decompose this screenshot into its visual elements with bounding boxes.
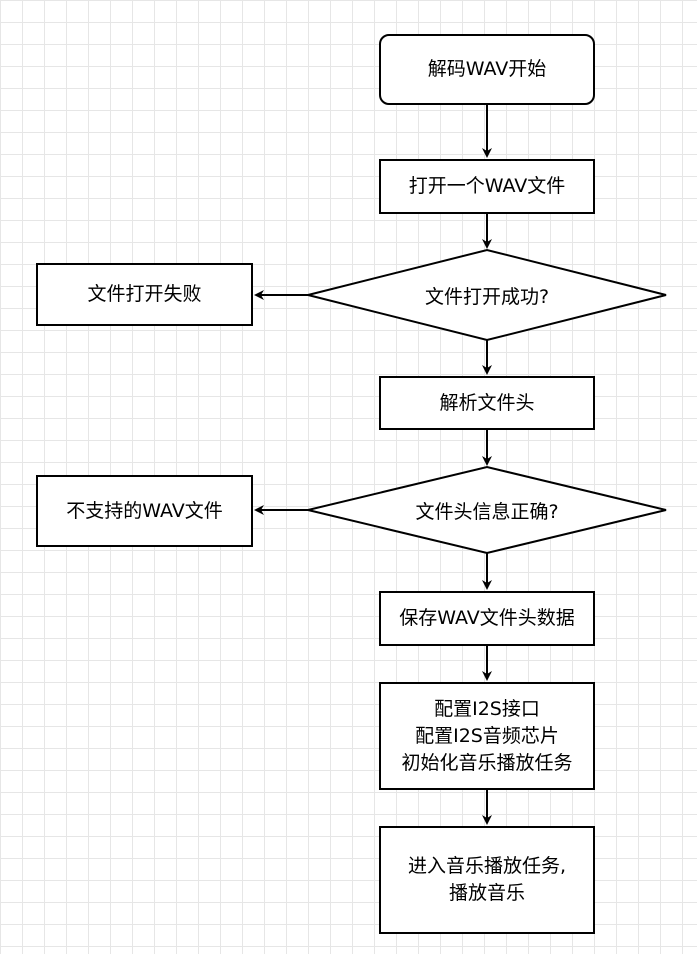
unsupported-node: 不支持的WAV文件	[36, 475, 253, 547]
parse-header-label: 解析文件头	[439, 391, 535, 414]
config-line-2: 配置I2S音频芯片	[415, 724, 559, 747]
config-line-3: 初始化音乐播放任务	[401, 751, 573, 774]
play-line-1: 进入音乐播放任务,	[407, 855, 567, 877]
open-fail-node: 文件打开失败	[36, 263, 253, 326]
open-fail-label: 文件打开失败	[87, 283, 202, 305]
decision-header-ok-label: 文件头信息正确?	[415, 500, 559, 523]
save-header-node: 保存WAV文件头数据	[379, 591, 595, 646]
play-line-2: 播放音乐	[448, 882, 525, 904]
config-node: 配置I2S接口 配置I2S音频芯片 初始化音乐播放任务	[379, 682, 595, 790]
open-file-label: 打开一个WAV文件	[408, 175, 566, 197]
save-header-label: 保存WAV文件头数据	[399, 607, 575, 629]
start-node: 解码WAV开始	[379, 34, 595, 105]
decision-header-ok: 文件头信息正确?	[370, 491, 604, 529]
decision-open-ok: 文件打开成功?	[370, 276, 604, 314]
decision-header-ok-shape	[307, 465, 667, 555]
open-file-node: 打开一个WAV文件	[379, 159, 595, 214]
play-node: 进入音乐播放任务, 播放音乐	[379, 826, 595, 934]
decision-open-ok-shape	[307, 248, 667, 342]
config-line-1: 配置I2S接口	[434, 697, 540, 720]
start-node-label: 解码WAV开始	[427, 58, 547, 80]
unsupported-label: 不支持的WAV文件	[66, 499, 223, 522]
parse-header-node: 解析文件头	[379, 376, 595, 430]
decision-open-ok-label: 文件打开成功?	[424, 285, 550, 308]
